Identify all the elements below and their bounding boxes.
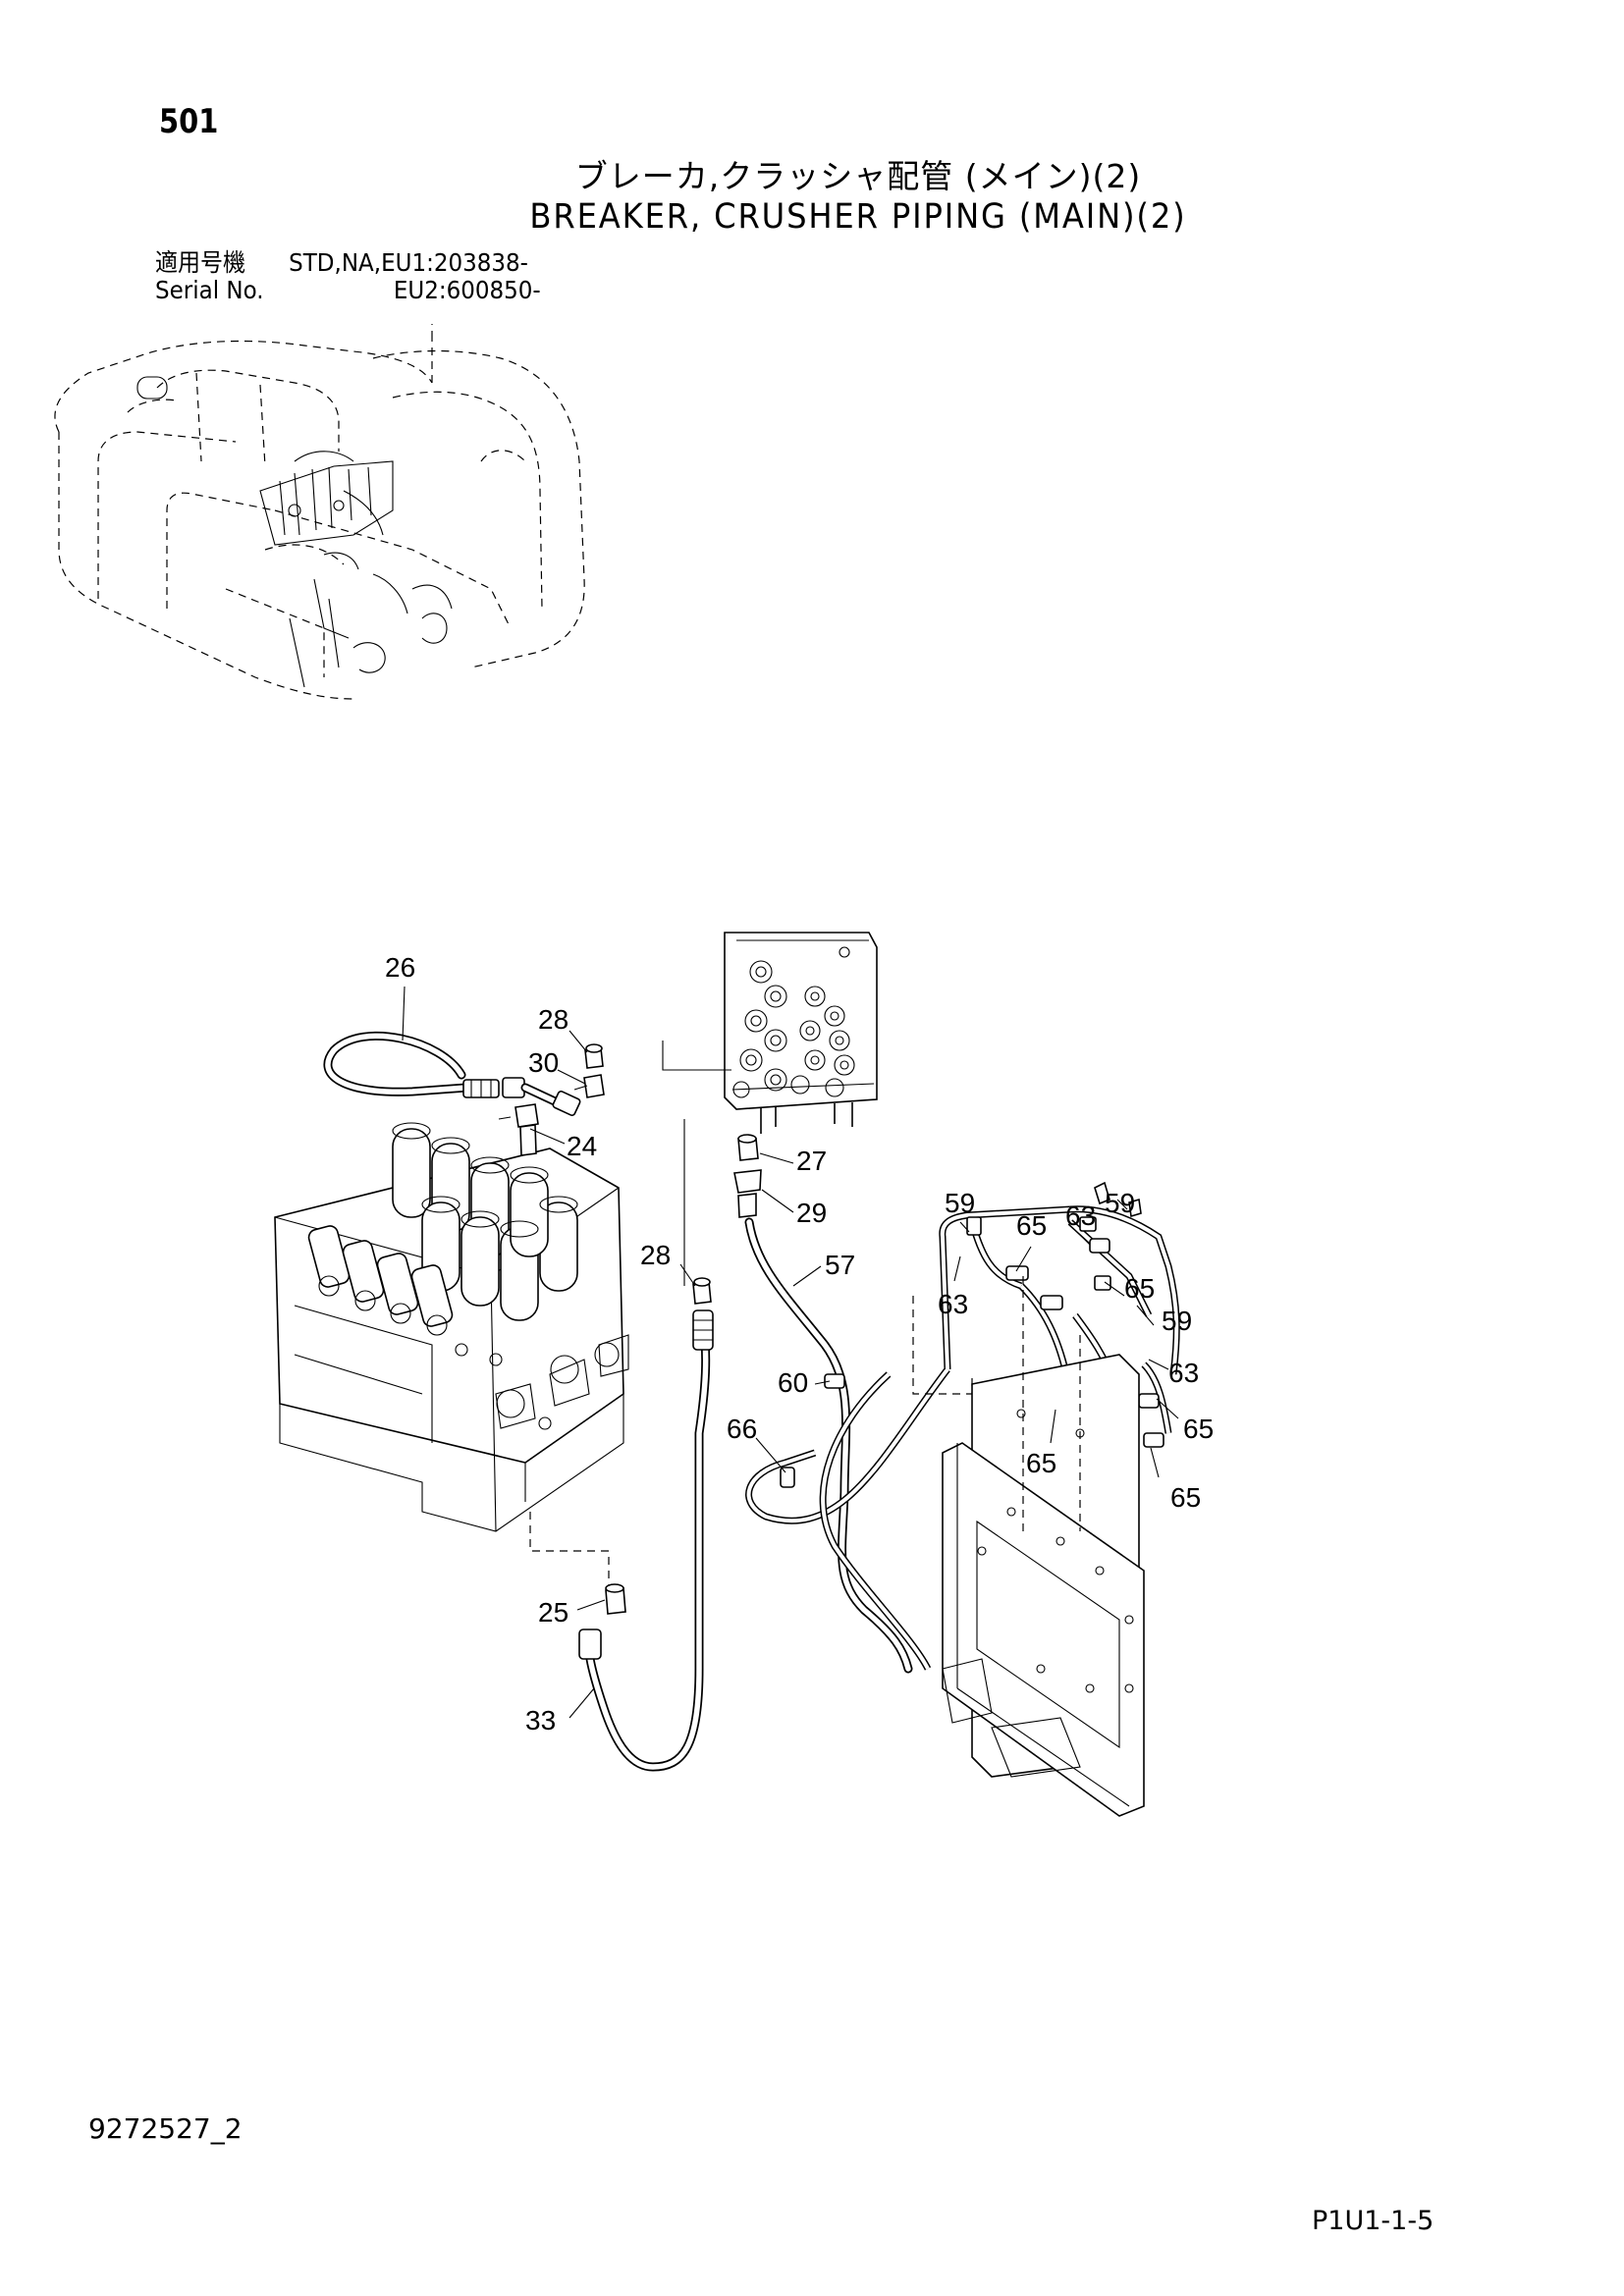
fitting-28-middle [692, 1277, 712, 1305]
page-number: 501 [159, 102, 219, 141]
hose-26 [323, 1031, 581, 1117]
title-japanese: ブレーカ,クラッシャ配管 (メイン)(2) [574, 157, 1142, 195]
callout-66: 66 [727, 1414, 757, 1444]
callout-59-top: 59 [1105, 1188, 1135, 1218]
document-code: 9272527_2 [88, 2112, 243, 2145]
leader-dashed-plate [1022, 1276, 1081, 1531]
serial-block: 適用号機 STD,NA,EU1:203838- Serial No. EU2:600… [155, 249, 541, 304]
callout-65-top: 65 [1016, 1210, 1047, 1241]
pilot-valve-block [662, 932, 878, 1134]
callout-labels: 26 28 30 24 27 29 28 57 60 66 25 33 59 6… [385, 952, 1214, 1735]
callout-28-top: 28 [538, 1004, 568, 1035]
callout-29: 29 [796, 1198, 827, 1228]
mounting-plate [942, 1354, 1145, 1817]
title-english: BREAKER, CRUSHER PIPING (MAIN)(2) [529, 197, 1187, 237]
callout-63-right: 63 [1168, 1358, 1199, 1388]
callout-65-right: 65 [1124, 1273, 1155, 1304]
serial-label-english: Serial No. [155, 276, 264, 304]
callout-27: 27 [796, 1146, 827, 1176]
callout-65-bottom: 65 [1170, 1482, 1201, 1513]
fitting-25 [605, 1583, 626, 1615]
callout-33: 33 [525, 1705, 556, 1735]
callout-59-left: 59 [945, 1188, 975, 1218]
hose-57 [744, 1217, 913, 1674]
machine-overview-illustration [54, 324, 585, 700]
hose-33 [578, 1309, 714, 1772]
callout-59-right: 59 [1162, 1306, 1192, 1336]
control-valve-assembly [274, 1122, 629, 1590]
fitting-24 [498, 1103, 539, 1156]
fitting-29 [733, 1169, 762, 1218]
callout-24: 24 [567, 1131, 597, 1161]
fitting-30 [573, 1074, 605, 1098]
callout-60: 60 [778, 1367, 808, 1398]
callout-30: 30 [528, 1047, 559, 1078]
serial-label-japanese: 適用号機 [155, 248, 246, 277]
page-reference: P1U1-1-5 [1312, 2206, 1435, 2236]
callout-28-middle: 28 [640, 1240, 671, 1270]
callout-65-far-right: 65 [1183, 1414, 1214, 1444]
callout-26: 26 [385, 952, 415, 983]
callout-leaders [402, 986, 1179, 1719]
callout-25: 25 [538, 1597, 568, 1628]
fitting-28-top [584, 1043, 604, 1069]
callout-65-lower: 65 [1026, 1448, 1056, 1478]
fitting-27 [737, 1134, 759, 1161]
serial-value-line2: EU2:600850- [393, 276, 541, 304]
callout-57: 57 [825, 1250, 855, 1280]
serial-value-line1: STD,NA,EU1:203838- [289, 248, 528, 277]
callout-63-top: 63 [1065, 1201, 1096, 1231]
callout-63-left: 63 [938, 1289, 968, 1319]
